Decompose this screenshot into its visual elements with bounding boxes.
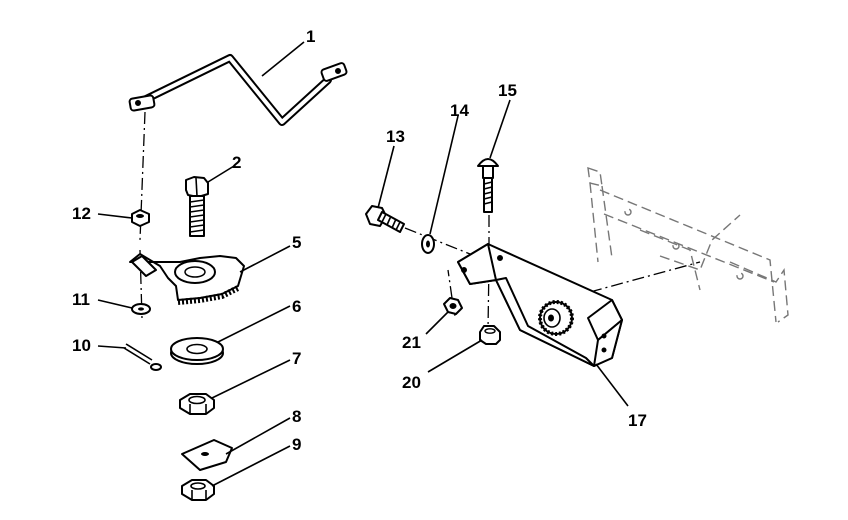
callout-6: 6 [292, 297, 301, 316]
part-bracket-assembly [457, 243, 623, 367]
callout-21: 21 [402, 333, 421, 352]
callout-10: 10 [72, 336, 91, 355]
right-assembly-centerline-1 [404, 227, 481, 259]
callout-1: 1 [306, 27, 315, 46]
callout-14: 14 [450, 101, 469, 120]
part-bolt-15 [477, 158, 499, 213]
part-rod [128, 54, 348, 126]
callout-8: 8 [292, 407, 301, 426]
callout-12: 12 [72, 204, 91, 223]
part-spacer-6 [170, 337, 224, 365]
callout-15: 15 [498, 81, 517, 100]
callout-9: 9 [292, 435, 301, 454]
part-sector-gear [129, 253, 245, 305]
part-nut-9 [181, 479, 215, 501]
part-bolt-2 [185, 176, 209, 237]
callout-5: 5 [292, 233, 301, 252]
callout-11: 11 [72, 290, 90, 309]
callout-17: 17 [628, 411, 647, 430]
part-nut-20 [479, 325, 501, 345]
part-nut-12 [131, 209, 150, 227]
chassis-frame-outline [587, 166, 789, 323]
callout-13: 13 [386, 127, 405, 146]
part-washer-11 [131, 303, 151, 315]
frame-connection-line [589, 261, 701, 293]
callout-20: 20 [402, 373, 421, 392]
callout-7: 7 [292, 349, 301, 368]
part-bolt-13 [365, 205, 405, 233]
part-washer-14 [421, 234, 435, 254]
callout-labels: 1 2 5 12 11 10 6 7 8 9 13 14 15 21 20 17 [72, 27, 647, 454]
part-cotter-pin [123, 343, 162, 371]
part-nut-7 [179, 393, 215, 415]
part-clip-8 [181, 439, 233, 471]
callout-2: 2 [232, 153, 241, 172]
part-nut-21 [443, 297, 463, 315]
leader-lines [97, 41, 629, 487]
